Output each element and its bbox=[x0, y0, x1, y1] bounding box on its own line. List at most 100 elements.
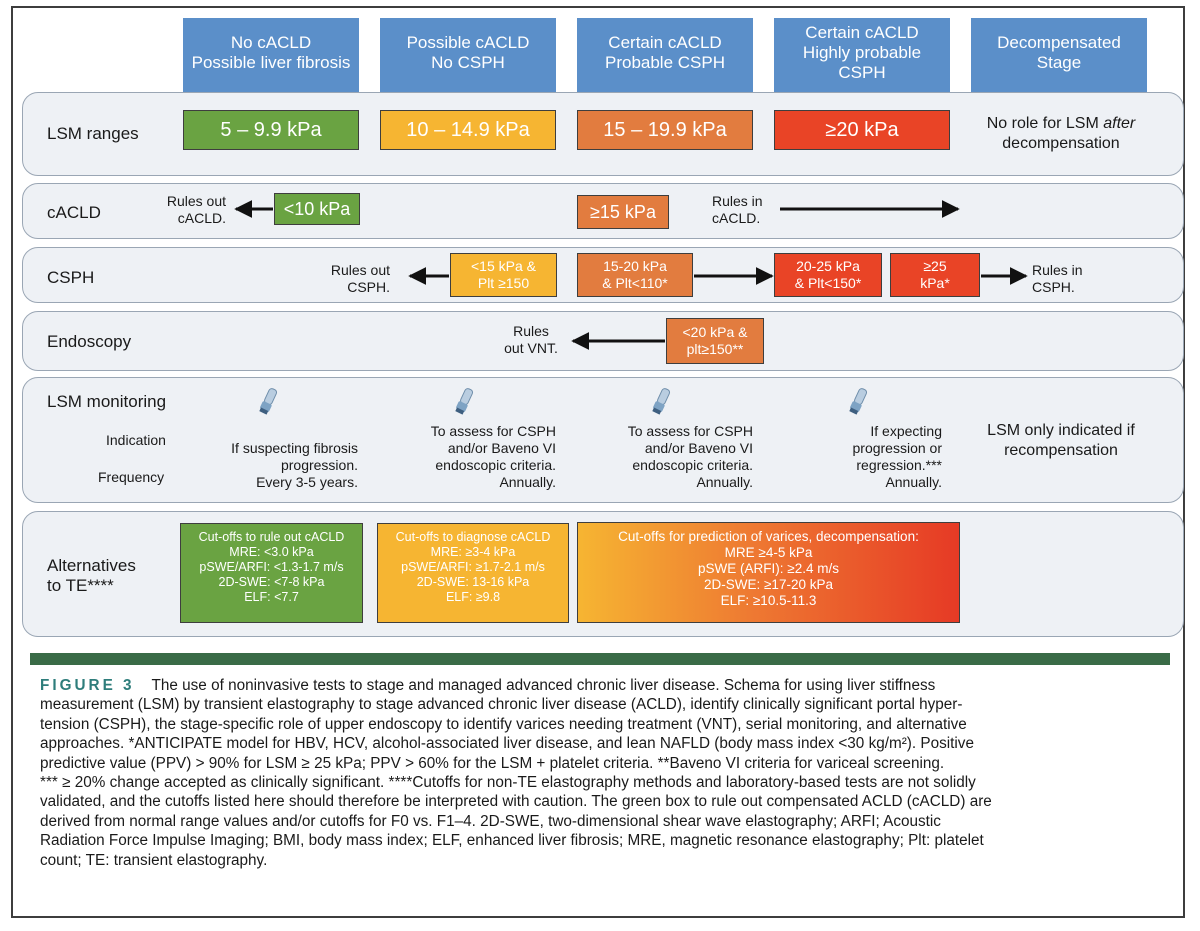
caption-line: predictive value (PPV) > 90% for LSM ≥ 2… bbox=[40, 754, 945, 772]
text-line: Annually. bbox=[885, 474, 942, 490]
text-line: Rules in bbox=[1032, 262, 1083, 278]
text-line: Rules bbox=[513, 323, 549, 339]
text-line: 2D-SWE: ≥17-20 kPa bbox=[704, 577, 833, 592]
row-label-lsm-monitoring: LSM monitoring bbox=[47, 392, 167, 411]
note-text: No role for LSM bbox=[986, 115, 1104, 132]
box-line: plt≥150** bbox=[686, 341, 744, 357]
ultrasound-probe-icon bbox=[651, 386, 671, 423]
text-line: pSWE/ARFI: <1.3-1.7 m/s bbox=[199, 560, 344, 574]
row-lsm-monitoring bbox=[22, 377, 1184, 503]
column-header-line: CSPH bbox=[838, 62, 886, 82]
csph-box-high: 20-25 kPa & Plt<150* bbox=[774, 253, 882, 297]
text-line: Every 3-5 years. bbox=[256, 474, 358, 490]
row-sublabel-frequency: Frequency bbox=[98, 469, 165, 485]
caption-line: derived from normal range values and/or … bbox=[40, 812, 941, 830]
text-line: 2D-SWE: 13-16 kPa bbox=[416, 575, 530, 589]
box-line: 15-20 kPa bbox=[603, 258, 667, 274]
lsm-range-red-box: ≥20 kPa bbox=[774, 110, 950, 150]
column-header-line: Highly probable bbox=[802, 42, 922, 62]
text-line: Rules out bbox=[330, 262, 390, 278]
column-header-line: Certain cACLD bbox=[608, 32, 722, 52]
row-label-cacld: cACLD bbox=[47, 203, 101, 222]
endoscopy-rule-out-text: Rules out VNT. bbox=[496, 323, 566, 357]
cacld-rule-in-text: Rules in cACLD. bbox=[712, 193, 792, 227]
text-line: MRE ≥4-5 kPa bbox=[724, 545, 813, 560]
caption-line: tension (CSPH), the stage-specific role … bbox=[40, 715, 967, 733]
monitoring-col5-text: LSM only indicated if recompensation bbox=[966, 421, 1156, 461]
text-line: Cut-offs to rule out cACLD bbox=[198, 530, 345, 544]
lsm-range-orange-box: 15 – 19.9 kPa bbox=[577, 110, 753, 150]
text-line: cACLD. bbox=[177, 210, 226, 226]
ultrasound-probe-icon bbox=[454, 386, 474, 423]
csph-box-low: <15 kPa & Plt ≥150 bbox=[450, 253, 557, 297]
alternatives-rule-out-box: Cut-offs to rule out cACLD MRE: <3.0 kPa… bbox=[180, 523, 363, 623]
text-line: Cut-offs to diagnose cACLD bbox=[395, 530, 551, 544]
csph-rule-in-text: Rules in CSPH. bbox=[1032, 262, 1112, 296]
text-line: and/or Baveno VI bbox=[447, 440, 556, 456]
lsm-decompensation-note-line: decompensation bbox=[1002, 135, 1120, 152]
row-sublabel-indication: Indication bbox=[106, 432, 166, 448]
column-header-line: Possible liver fibrosis bbox=[191, 52, 351, 72]
text-line: ELF: <7.7 bbox=[244, 590, 299, 604]
monitoring-col3-text: To assess for CSPH and/or Baveno VI endo… bbox=[593, 423, 753, 491]
figure-caption: FIGURE 3 The use of noninvasive tests to… bbox=[40, 676, 1170, 870]
ultrasound-probe-icon bbox=[258, 386, 278, 423]
box-line: ≥25 bbox=[923, 258, 947, 274]
text-line: progression or bbox=[852, 440, 943, 456]
ultrasound-probe-icon bbox=[848, 386, 868, 423]
row-label-line: to TE**** bbox=[47, 576, 114, 595]
text-line: Annually. bbox=[499, 474, 556, 490]
text-line: cACLD. bbox=[712, 210, 761, 226]
row-label-endoscopy: Endoscopy bbox=[47, 332, 132, 351]
text-line: endoscopic criteria. bbox=[632, 457, 753, 473]
text-line: To assess for CSPH bbox=[627, 423, 753, 439]
caption-text: The use of noninvasive tests to stage an… bbox=[151, 677, 936, 694]
text-line: Rules out bbox=[166, 193, 226, 209]
caption-divider bbox=[30, 653, 1170, 665]
alternatives-prediction-box: Cut-offs for prediction of varices, deco… bbox=[577, 522, 960, 623]
row-label-alternatives: Alternatives to TE**** bbox=[47, 556, 136, 596]
caption-line: count; TE: transient elastography. bbox=[40, 851, 268, 869]
cacld-high-box: ≥15 kPa bbox=[577, 195, 669, 229]
box-line: Plt ≥150 bbox=[477, 275, 530, 291]
box-line: kPa* bbox=[920, 275, 950, 291]
monitoring-col2-text: To assess for CSPH and/or Baveno VI endo… bbox=[396, 423, 556, 491]
csph-box-highest: ≥25 kPa* bbox=[890, 253, 980, 297]
column-header-line: Stage bbox=[1036, 52, 1082, 72]
caption-line: approaches. *ANTICIPATE model for HBV, H… bbox=[40, 735, 974, 753]
monitoring-col4-text: If expecting progression or regression.*… bbox=[790, 423, 943, 491]
row-label-csph: CSPH bbox=[47, 268, 95, 287]
column-header-line: Certain cACLD bbox=[805, 22, 919, 42]
column-header-line: No cACLD bbox=[230, 32, 312, 52]
caption-line: Radiation Force Impulse Imaging; BMI, bo… bbox=[40, 832, 984, 850]
caption-line: measurement (LSM) by transient elastogra… bbox=[40, 696, 963, 714]
lsm-decompensation-note: No role for LSM after decompensation bbox=[966, 114, 1156, 154]
column-header-line: Decompensated bbox=[997, 32, 1121, 52]
figure-frame bbox=[11, 6, 1185, 918]
text-line: pSWE (ARFI): ≥2.4 m/s bbox=[698, 561, 839, 576]
text-line: MRE: <3.0 kPa bbox=[229, 545, 314, 559]
text-line: endoscopic criteria. bbox=[435, 457, 556, 473]
text-line: Cut-offs for prediction of varices, deco… bbox=[618, 529, 919, 544]
column-header-line: Possible cACLD bbox=[406, 32, 530, 52]
endoscopy-box: <20 kPa & plt≥150** bbox=[666, 318, 764, 364]
box-line: <15 kPa & bbox=[471, 258, 536, 274]
note-emphasis: after bbox=[1103, 115, 1136, 132]
column-header-line: No CSPH bbox=[431, 52, 505, 72]
text-line: CSPH. bbox=[1032, 279, 1075, 295]
text-line: out VNT. bbox=[504, 340, 558, 356]
text-line: To assess for CSPH bbox=[430, 423, 556, 439]
cacld-low-box: <10 kPa bbox=[274, 193, 360, 225]
caption-line: *** ≥ 20% change accepted as clinically … bbox=[40, 774, 976, 792]
row-label-lsm-ranges: LSM ranges bbox=[47, 124, 139, 143]
text-line: Rules in bbox=[712, 193, 763, 209]
text-line: pSWE/ARFI: ≥1.7-2.1 m/s bbox=[401, 560, 545, 574]
text-line: If expecting bbox=[870, 423, 942, 439]
text-line: and/or Baveno VI bbox=[644, 440, 753, 456]
box-line: & Plt<110* bbox=[602, 275, 668, 291]
lsm-decompensation-note-line: No role for LSM after bbox=[966, 114, 1156, 134]
cacld-rule-out-text: Rules out cACLD. bbox=[140, 193, 226, 227]
